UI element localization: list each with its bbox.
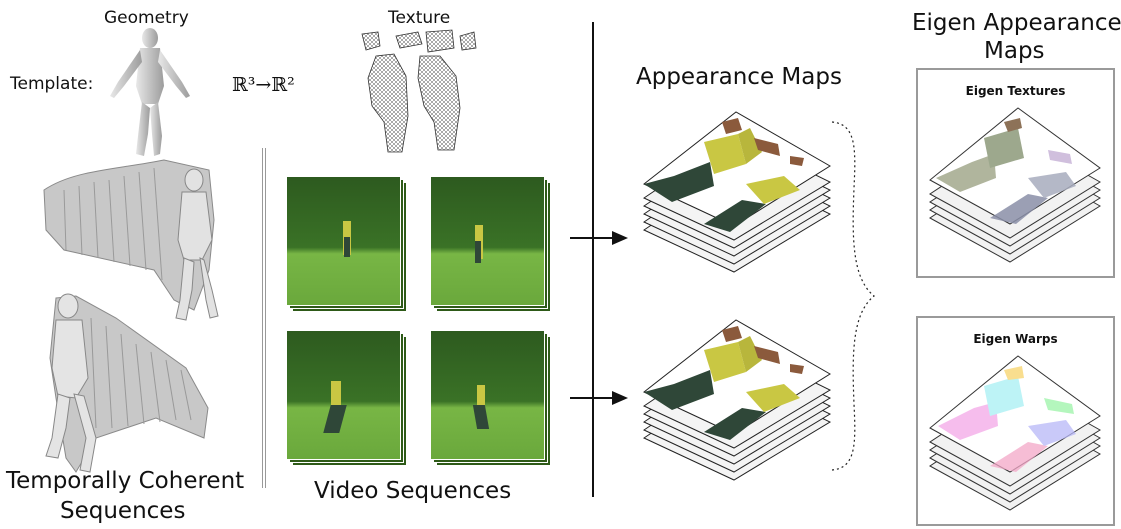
- appearance-map-stack: [642, 111, 832, 273]
- eigen-warp-stack: [929, 355, 1101, 511]
- appearance-maps-label: Appearance Maps: [636, 64, 842, 90]
- mapping-label: ℝ³→ℝ²: [232, 74, 295, 96]
- eigen-textures-label: Eigen Textures: [965, 84, 1066, 98]
- texture-label: Texture: [388, 8, 451, 28]
- dotted-brace: [831, 121, 875, 471]
- video-frame-stack: [430, 176, 551, 312]
- eigen-warps-panel: Eigen Warps: [916, 316, 1115, 526]
- eigen-appearance-title-1: Eigen Appearance: [912, 10, 1121, 36]
- geometry-label: Geometry: [104, 8, 189, 28]
- video-frame-stack: [286, 330, 407, 466]
- section-divider-double: [262, 148, 266, 488]
- eigen-appearance-title-2: Maps: [984, 38, 1045, 64]
- temporally-coherent-label-1: Temporally Coherent: [6, 468, 245, 494]
- video-frame-stack: [430, 330, 551, 466]
- walking-sequence-mesh: [43, 159, 219, 321]
- eigen-texture-stack: [929, 107, 1101, 263]
- eigen-textures-panel: Eigen Textures: [916, 68, 1115, 278]
- running-sequence-mesh: [45, 293, 209, 473]
- section-divider: [592, 22, 594, 497]
- temporally-coherent-label-2: Sequences: [60, 498, 186, 524]
- arrow-right-icon: [570, 391, 628, 405]
- arrow-right-icon: [570, 231, 628, 245]
- template-label: Template:: [10, 74, 94, 94]
- eigen-warps-label: Eigen Warps: [973, 332, 1058, 346]
- video-frame-stack: [286, 176, 407, 312]
- appearance-map-stack: [642, 319, 832, 481]
- texture-atlas-mesh: [361, 29, 477, 153]
- video-sequences-label: Video Sequences: [314, 478, 512, 504]
- template-mesh-figure: [110, 28, 190, 156]
